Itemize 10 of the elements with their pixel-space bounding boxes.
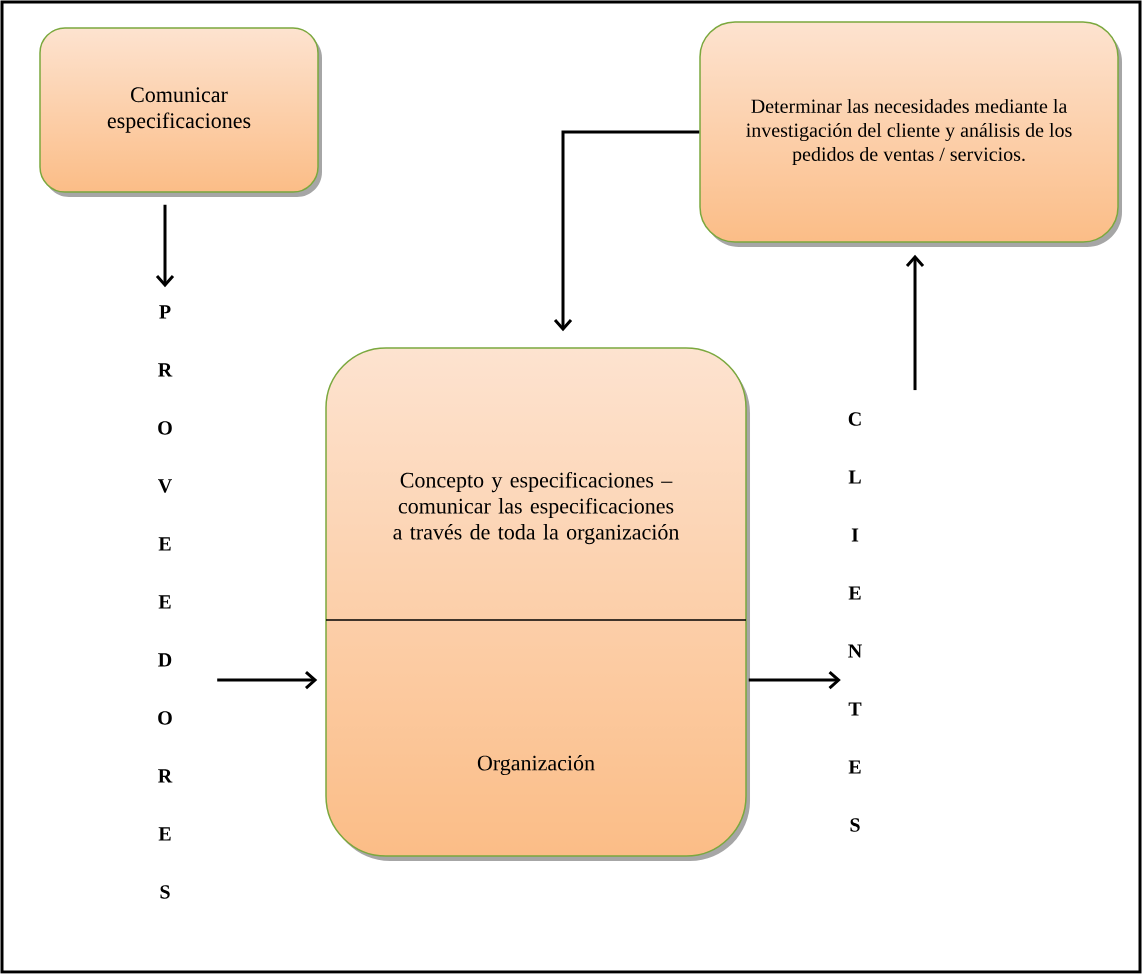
arrow <box>905 254 925 391</box>
process-box: Determinar las necesidades mediante la investigación del cliente y análisis de los pedidos de ventas / servicios. <box>699 21 1122 247</box>
process-box: Comunicar especificaciones <box>39 27 322 197</box>
vertical-label: P R O V E E D O R E S <box>158 305 173 899</box>
arrow <box>217 670 318 690</box>
arrow <box>553 130 700 332</box>
arrow <box>155 204 175 288</box>
vertical-label: C L I E N T E S <box>848 412 862 832</box>
process-box: Concepto y especificaciones – comunicar las especificaciones a través de toda la organización Organización <box>325 347 750 861</box>
arrow <box>748 670 841 690</box>
